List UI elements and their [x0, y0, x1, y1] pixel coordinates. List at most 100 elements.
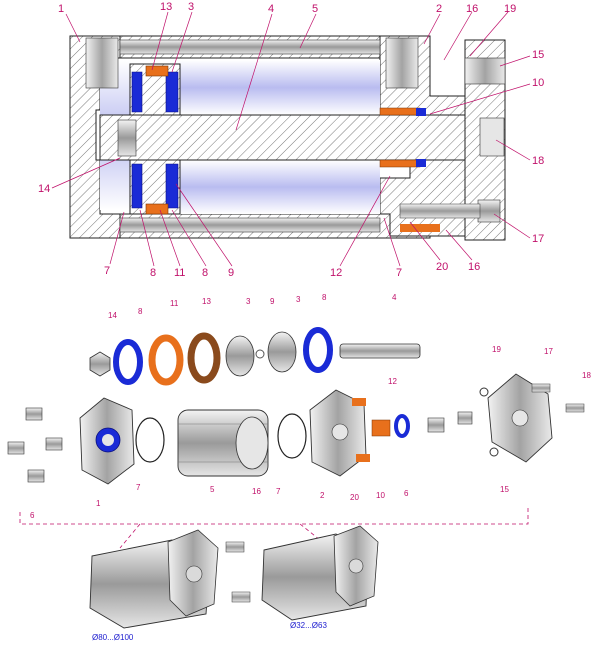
ex-callout-3a: 3: [246, 297, 251, 306]
part-piston-half-3b: [267, 331, 297, 373]
callout-19: 19: [504, 3, 516, 15]
part-screw-18: [565, 403, 585, 413]
flange-boss: [464, 57, 506, 85]
part-rear-cap-hub-inner: [102, 434, 114, 446]
part-front-cap-hub: [331, 423, 349, 441]
ex-callout-20: 20: [350, 493, 359, 502]
ex-callout-15: 15: [500, 485, 509, 494]
ex-callout-2: 2: [320, 491, 325, 500]
part-rod-bushing: [371, 419, 391, 437]
small-screw-bottom: [231, 591, 251, 603]
ex-callout-18: 18: [582, 371, 591, 380]
small-rod: [348, 558, 364, 574]
callout-12: 12: [330, 267, 342, 279]
part-screw-4: [27, 469, 45, 483]
wear-band-top: [145, 65, 169, 77]
callout-9: 9: [228, 267, 234, 279]
part-bushing-12: [352, 398, 366, 406]
callout-4: 4: [268, 3, 274, 15]
part-wear-band-11: [148, 334, 184, 386]
part-rod-seal-10: [394, 414, 410, 438]
part-screw-16: [457, 411, 473, 425]
part-bushing-20: [356, 454, 370, 462]
callout-7a: 7: [104, 265, 110, 277]
ex-callout-8b: 8: [322, 293, 327, 302]
wear-band-bottom: [145, 203, 169, 215]
rear-port-block: [85, 37, 119, 89]
ex-callout-7a: 7: [136, 483, 141, 492]
rod-seal: [416, 108, 426, 116]
part-screw-6: [427, 417, 445, 433]
bore-chamber-lower: [180, 160, 380, 214]
callout-11: 11: [174, 267, 185, 279]
ex-callout-8a: 8: [138, 307, 143, 316]
ex-callout-10: 10: [376, 491, 385, 500]
front-port-block: [385, 37, 419, 89]
barrel-bore-end: [235, 416, 269, 470]
part-washer-19b: [489, 447, 499, 457]
callout-18: 18: [532, 155, 544, 167]
exploded-callouts: 14 8 11 13 3 9 3 8 4 19 17 18 12 6 1 7 5…: [30, 293, 591, 520]
part-flange-hub: [511, 409, 529, 427]
tie-rod-bottom: [119, 217, 381, 233]
part-piston-rod: [339, 343, 421, 359]
callout-17: 17: [532, 233, 544, 245]
piston-seal-upper: [131, 71, 179, 113]
part-screw-1: [25, 407, 43, 421]
assembled-large-bore: Ø80...Ø100: [89, 529, 219, 642]
ex-callout-11: 11: [170, 299, 179, 308]
callout-10: 10: [532, 77, 544, 89]
callout-1: 1: [58, 3, 64, 15]
rear-end-cap: [69, 35, 121, 239]
assembly-bracket: [19, 508, 529, 549]
piston-rod: [99, 114, 501, 161]
ex-callout-14: 14: [108, 311, 117, 320]
callout-20: 20: [436, 261, 448, 273]
small-bore-label: Ø32...Ø63: [290, 621, 327, 630]
rod-seal-2: [416, 159, 426, 167]
ex-callout-3b: 3: [296, 295, 301, 304]
callout-16b: 16: [468, 261, 480, 273]
section-leaders: [51, 11, 531, 267]
ex-callout-7b: 7: [276, 487, 281, 496]
callout-2: 2: [436, 3, 442, 15]
ex-callout-6a: 6: [30, 511, 35, 520]
ex-callout-6b: 6: [404, 489, 409, 498]
ex-callout-19: 19: [492, 345, 501, 354]
callout-8b: 8: [202, 267, 208, 279]
part-piston-half-3a: [225, 335, 255, 377]
ex-callout-9: 9: [270, 297, 275, 306]
callout-8a: 8: [150, 267, 156, 279]
callout-7b: 7: [396, 267, 402, 279]
section-callouts: 1 13 3 4 5 2 16 19 15 10 18 14 17 7 8 11…: [38, 1, 544, 279]
part-oring-7b: [277, 413, 307, 459]
rod-end-nut: [117, 119, 137, 157]
part-washer-19a: [479, 387, 489, 397]
ex-callout-16: 16: [252, 487, 261, 496]
ex-callout-12: 12: [388, 377, 397, 386]
ex-callout-13: 13: [202, 297, 211, 306]
part-oring-7a: [135, 417, 165, 463]
part-nut: [89, 351, 111, 377]
part-seal-8a: [113, 339, 143, 385]
bore-chamber-upper: [180, 60, 380, 115]
rod-bushing-top: [379, 107, 421, 116]
part-oring-9: [255, 349, 265, 359]
tie-rod-top: [119, 39, 381, 55]
ex-callout-5: 5: [210, 485, 215, 494]
ex-callout-17: 17: [544, 347, 553, 356]
callout-3: 3: [188, 1, 194, 13]
large-bore-label: Ø80...Ø100: [92, 633, 134, 642]
part-screw-17: [531, 383, 551, 393]
callout-15: 15: [532, 49, 544, 61]
rod-end-bore: [479, 117, 505, 157]
piston-seal-lower: [131, 163, 179, 209]
flange-screw-head: [477, 199, 501, 223]
assembled-small-bore: Ø32...Ø63: [225, 525, 379, 630]
part-ring-13: [187, 332, 221, 384]
exploded-view: [7, 327, 585, 485]
part-seal-8b: [303, 327, 333, 373]
callout-16a: 16: [466, 3, 478, 15]
rod-bushing-bottom: [379, 159, 421, 168]
